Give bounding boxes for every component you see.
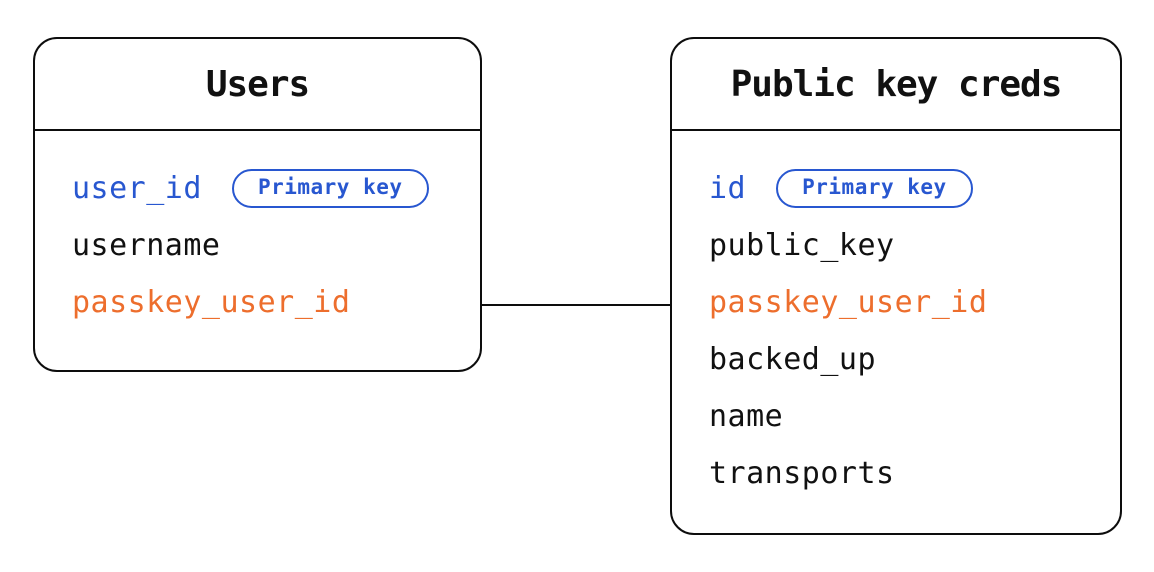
field-row-id: id Primary key bbox=[709, 160, 1120, 217]
table-node-users[interactable]: Users user_id Primary key username passkey_… bbox=[33, 37, 482, 372]
table-node-public-key-creds[interactable]: Public key creds id Primary key public_key… bbox=[670, 37, 1122, 535]
table-fields: user_id Primary key username passkey_user_i… bbox=[35, 131, 480, 331]
field-row-username: username bbox=[72, 217, 480, 274]
field-name: passkey_user_id bbox=[709, 285, 988, 320]
table-header: Public key creds bbox=[672, 39, 1120, 131]
field-name: backed_up bbox=[709, 342, 877, 377]
primary-key-badge: Primary key bbox=[776, 168, 973, 209]
field-name: username bbox=[72, 228, 221, 263]
field-row-name: name bbox=[709, 388, 1120, 445]
field-row-user_id: user_id Primary key bbox=[72, 160, 480, 217]
field-name: transports bbox=[709, 456, 895, 491]
table-title-users: Users bbox=[205, 63, 310, 105]
field-name: passkey_user_id bbox=[72, 285, 351, 320]
field-name: user_id bbox=[72, 171, 202, 206]
field-row-backed_up: backed_up bbox=[709, 331, 1120, 388]
primary-key-badge: Primary key bbox=[231, 168, 429, 209]
field-row-passkey_user_id: passkey_user_id bbox=[709, 274, 1120, 331]
relationship-line-passkey-user-id[interactable] bbox=[481, 304, 671, 306]
field-name: id bbox=[709, 171, 747, 206]
field-row-passkey_user_id: passkey_user_id bbox=[72, 274, 480, 331]
table-title-public-key-creds: Public key creds bbox=[730, 63, 1063, 105]
table-header: Users bbox=[35, 39, 480, 131]
field-row-transports: transports bbox=[709, 445, 1120, 502]
field-row-public_key: public_key bbox=[709, 217, 1120, 274]
field-name: public_key bbox=[709, 228, 895, 263]
field-name: name bbox=[709, 399, 784, 434]
